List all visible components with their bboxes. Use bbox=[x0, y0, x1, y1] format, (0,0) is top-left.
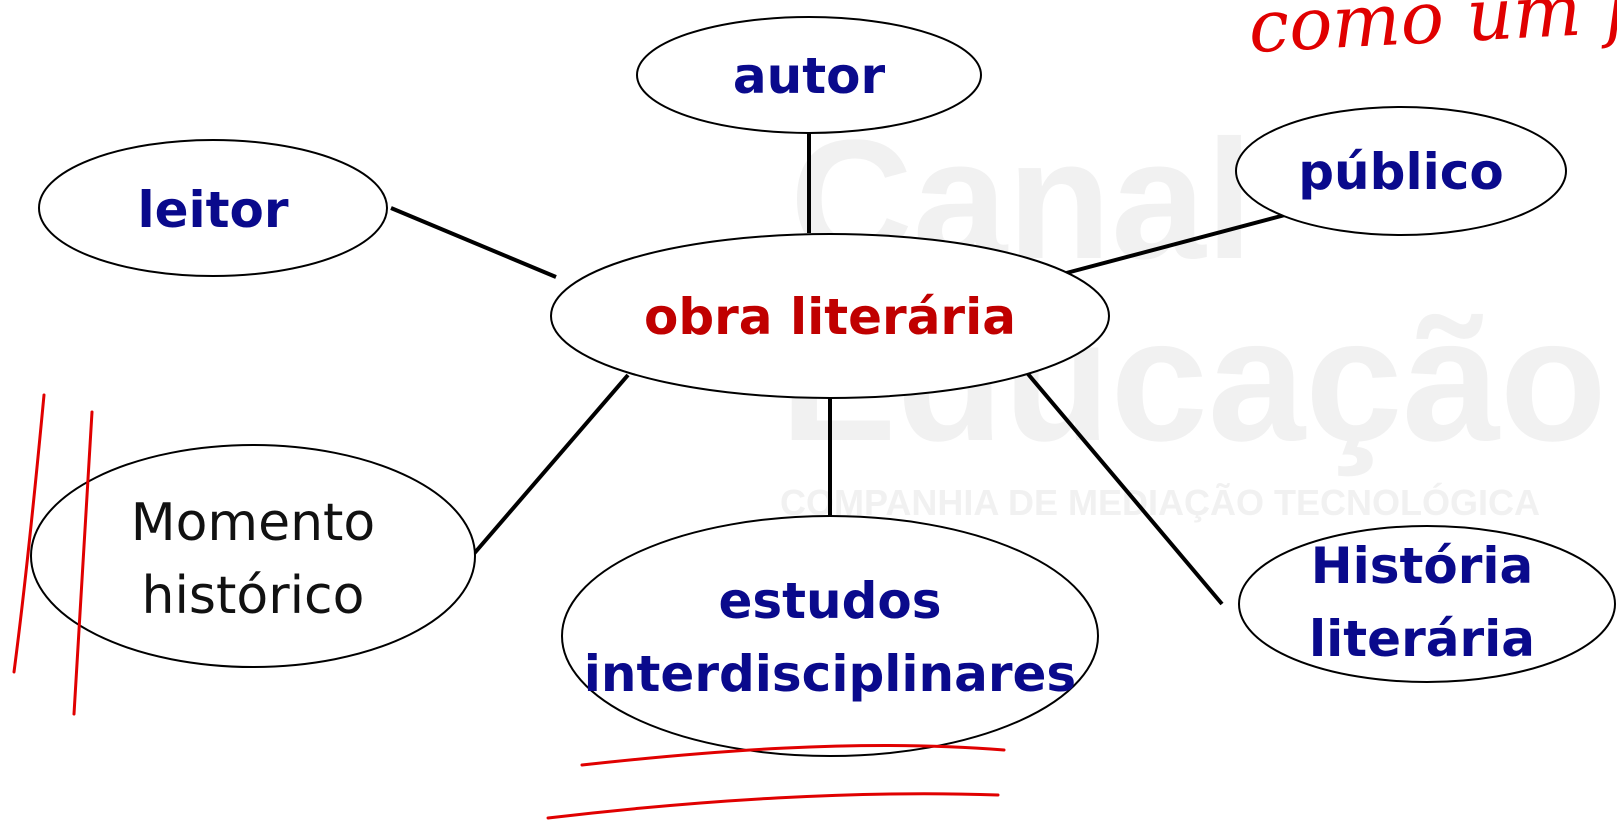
node-leitor bbox=[38, 139, 388, 277]
label-momento-line1: Momento bbox=[131, 493, 376, 553]
handwritten-note: como um fe bbox=[1246, 0, 1617, 69]
node-historia bbox=[1238, 525, 1616, 683]
node-publico bbox=[1235, 106, 1567, 236]
label-publico: público bbox=[1298, 143, 1503, 201]
node-estudos bbox=[561, 515, 1099, 757]
annotation-vertical-mark-2 bbox=[72, 410, 94, 716]
label-estudos-line2: interdisciplinares bbox=[584, 645, 1076, 703]
node-momento bbox=[30, 444, 476, 668]
label-momento-line2: histórico bbox=[142, 566, 365, 626]
connector-historia bbox=[1026, 372, 1224, 606]
label-center: obra literária bbox=[644, 288, 1016, 346]
watermark-line3: COMPANHIA DE MEDIAÇÃO TECNOLÓGICA bbox=[780, 481, 1540, 523]
labels: autor público leitor obra literária Mome… bbox=[131, 47, 1535, 703]
label-historia-line2: literária bbox=[1309, 610, 1535, 668]
label-estudos-line1: estudos bbox=[718, 572, 941, 630]
connector-publico bbox=[1054, 213, 1286, 278]
label-historia-line1: História bbox=[1311, 537, 1534, 595]
node-autor bbox=[636, 16, 982, 134]
label-autor: autor bbox=[733, 47, 886, 105]
annotation-underline-2 bbox=[546, 792, 1000, 820]
connectors bbox=[390, 133, 1286, 606]
annotation-underline-1 bbox=[580, 743, 1006, 767]
node-center bbox=[550, 233, 1110, 399]
annotation-vertical-mark-1 bbox=[12, 393, 46, 674]
connector-momento bbox=[470, 373, 630, 558]
label-leitor: leitor bbox=[137, 181, 288, 239]
connector-leitor bbox=[390, 206, 557, 279]
nodes bbox=[30, 16, 1616, 757]
